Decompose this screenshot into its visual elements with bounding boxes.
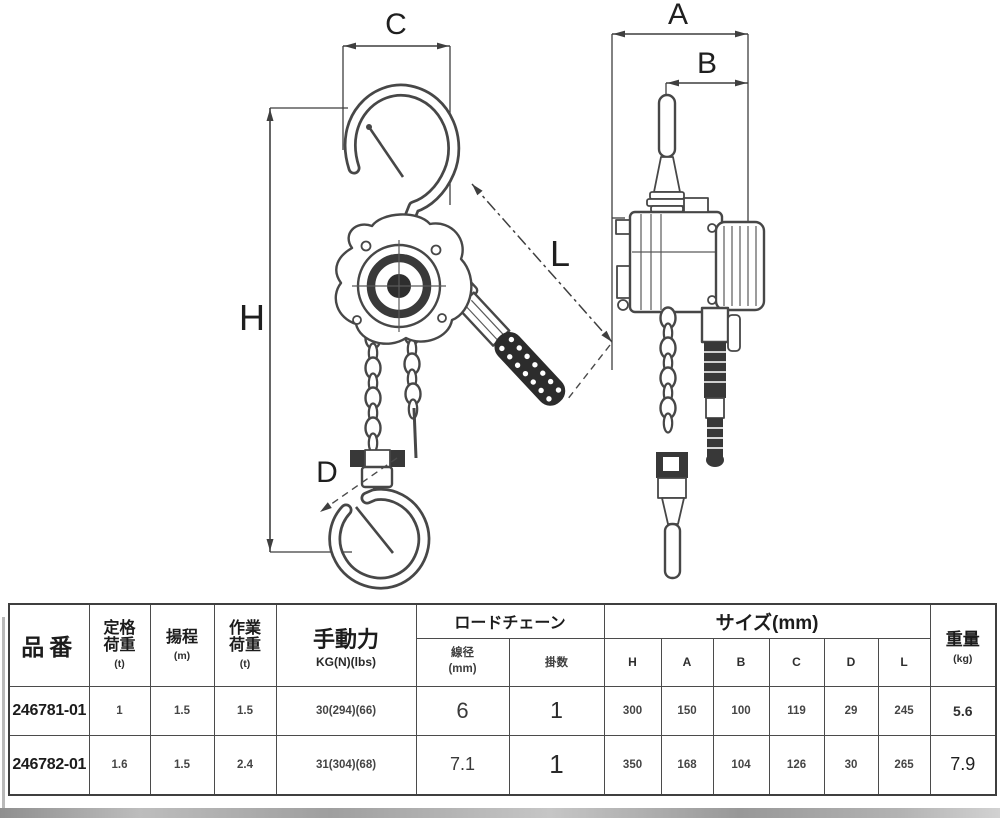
grip-rivets: [499, 336, 562, 402]
cell-lift: 1.5: [149, 734, 215, 796]
cell-size-l: 245: [877, 685, 931, 736]
cell-weight: 5.6: [929, 685, 997, 736]
col-header-wire-diameter: 線径 (mm): [415, 637, 510, 687]
manual-force-unit: KG(N)(lbs): [316, 654, 376, 669]
col-header-manual-force: 手動力 KG(N)(lbs): [275, 603, 417, 687]
working-load-unit: (t): [239, 658, 251, 671]
dim-label-a: A: [668, 0, 688, 31]
table-row: 246781-01 1 1.5 1.5 30(294)(66) 6 1 300 …: [8, 685, 997, 736]
cell-weight: 7.9: [929, 734, 997, 796]
part-no-label: 品番: [21, 634, 78, 661]
col-header-size: サイズ(mm): [603, 603, 931, 639]
cell-size-a: 168: [660, 734, 714, 796]
col-header-size-d: D: [823, 637, 879, 687]
wire-diameter-label: 線径: [451, 647, 474, 660]
dim-label-c: C: [385, 8, 407, 41]
cell-wire-diameter: 7.1: [415, 734, 510, 796]
col-header-size-h: H: [603, 637, 662, 687]
hoist-technical-drawing: C H L: [239, 0, 766, 590]
cell-lift: 1.5: [149, 685, 215, 736]
dim-label-l: L: [550, 233, 570, 274]
lift-unit: (m): [173, 649, 191, 662]
cell-wire-diameter: 6: [415, 685, 510, 736]
col-header-part-no: 品番: [8, 603, 90, 687]
cell-working-load: 1.5: [213, 685, 277, 736]
cell-size-c: 119: [768, 685, 825, 736]
manual-force-label: 手動力: [312, 626, 379, 652]
col-header-size-b: B: [712, 637, 770, 687]
dim-label-d: D: [316, 456, 338, 489]
spec-table: 品番 定格荷重 (t) 揚程 (m) 作業荷重 (t) 手動力 KG(N)(lb…: [8, 603, 998, 796]
weight-unit: (kg): [953, 653, 973, 666]
size-label: サイズ(mm): [715, 612, 819, 634]
load-chain-front: [364, 326, 382, 454]
side-body: [615, 197, 766, 314]
chain-falls-label: 掛数: [545, 656, 568, 669]
lift-label: 揚程: [165, 628, 198, 646]
cell-size-l: 265: [877, 734, 931, 796]
col-header-lift: 揚程 (m): [149, 603, 215, 687]
cell-manual-force: 31(304)(68): [275, 734, 417, 796]
wire-diameter-unit: (mm): [448, 663, 477, 675]
rated-load-unit: (t): [114, 658, 125, 671]
working-load-label: 作業荷重: [228, 620, 261, 655]
dim-l: L: [471, 183, 613, 401]
dim-h: H: [239, 107, 352, 553]
col-header-size-c: C: [768, 637, 825, 687]
scan-edge-artifact: [2, 617, 5, 818]
dim-label-b: B: [697, 47, 717, 80]
col-header-load-chain: ロードチェーン: [415, 603, 605, 639]
dim-a: A: [611, 0, 749, 370]
rated-load-label: 定格荷重: [103, 620, 136, 655]
load-chain-label: ロードチェーン: [454, 615, 566, 633]
dim-b: B: [665, 47, 748, 100]
cell-size-a: 150: [660, 685, 714, 736]
load-chain-side: [659, 306, 677, 434]
cell-manual-force: 30(294)(66): [275, 685, 417, 736]
cell-size-d: 30: [823, 734, 879, 796]
slack-chain-front: [403, 322, 422, 459]
cell-chain-falls: 1: [508, 734, 605, 796]
cell-rated-load: 1: [88, 685, 151, 736]
cell-size-b: 104: [712, 734, 770, 796]
cell-size-h: 350: [603, 734, 662, 796]
cell-chain-falls: 1: [508, 685, 605, 736]
side-lever: [700, 306, 741, 467]
cell-size-d: 29: [823, 685, 879, 736]
col-header-chain-falls: 掛数: [508, 637, 605, 687]
side-top-hook: [646, 93, 688, 213]
scan-bottom-artifact: [0, 808, 1000, 818]
bottom-hook-assembly: [328, 449, 431, 590]
side-view: A B: [611, 0, 766, 580]
weight-label: 重量: [945, 630, 980, 650]
col-header-working-load: 作業荷重 (t): [213, 603, 277, 687]
cell-rated-load: 1.6: [88, 734, 151, 796]
cell-size-b: 100: [712, 685, 770, 736]
side-bottom-hook: [656, 452, 688, 580]
cell-part-no: 246782-01: [8, 734, 90, 796]
col-header-size-a: A: [660, 637, 714, 687]
cell-working-load: 2.4: [213, 734, 277, 796]
dim-label-h: H: [239, 297, 265, 338]
col-header-weight: 重量 (kg): [929, 603, 997, 687]
col-header-rated-load: 定格荷重 (t): [88, 603, 151, 687]
col-header-size-l: L: [877, 637, 931, 687]
table-row: 246782-01 1.6 1.5 2.4 31(304)(68) 7.1 1 …: [8, 734, 997, 796]
cell-size-c: 126: [768, 734, 825, 796]
front-view: C H L: [239, 8, 613, 590]
gear-housing: [334, 213, 473, 345]
cell-size-h: 300: [603, 685, 662, 736]
dim-d: D: [316, 456, 398, 513]
cell-part-no: 246781-01: [8, 685, 90, 736]
